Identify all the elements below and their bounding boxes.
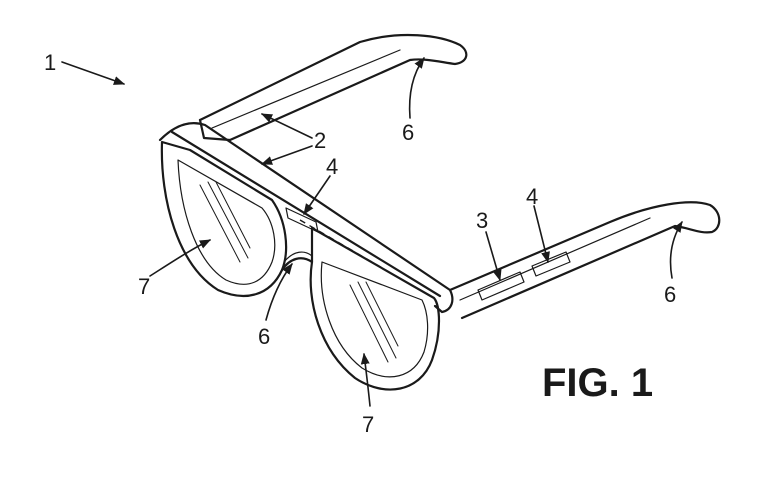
figure-caption: FIG. 1 (542, 361, 653, 405)
leader-2a (260, 113, 313, 139)
leader-1 (61, 61, 126, 85)
label-feature-front: 4 (326, 154, 338, 179)
label-nose-pad: 6 (258, 324, 270, 349)
leader-3 (485, 231, 502, 282)
leader-2b (260, 145, 313, 165)
temple-arm-far (198, 33, 468, 142)
leader-7-left (149, 239, 212, 277)
label-frame-parts: 2 (314, 128, 326, 153)
lens-glare-right (349, 281, 399, 363)
label-hinge: 3 (476, 208, 488, 233)
label-temple-tip-right: 6 (664, 282, 676, 307)
leader-7-right (360, 352, 371, 407)
leader-6-nose (265, 263, 293, 321)
label-lens-left: 7 (138, 274, 150, 299)
leader-4-front (303, 175, 331, 215)
label-overall: 1 (44, 50, 56, 75)
lens-frame-right (309, 226, 441, 391)
label-lens-right: 7 (362, 412, 374, 437)
label-feature-temple: 4 (526, 184, 538, 209)
leader-6-right (669, 221, 683, 279)
lens-glare-left (199, 181, 251, 263)
leader-6-top (408, 57, 425, 119)
label-temple-tip-top: 6 (402, 120, 414, 145)
temple-arm-near (448, 201, 721, 320)
lens-frame-left (160, 140, 288, 297)
leader-4-temple (533, 205, 550, 264)
